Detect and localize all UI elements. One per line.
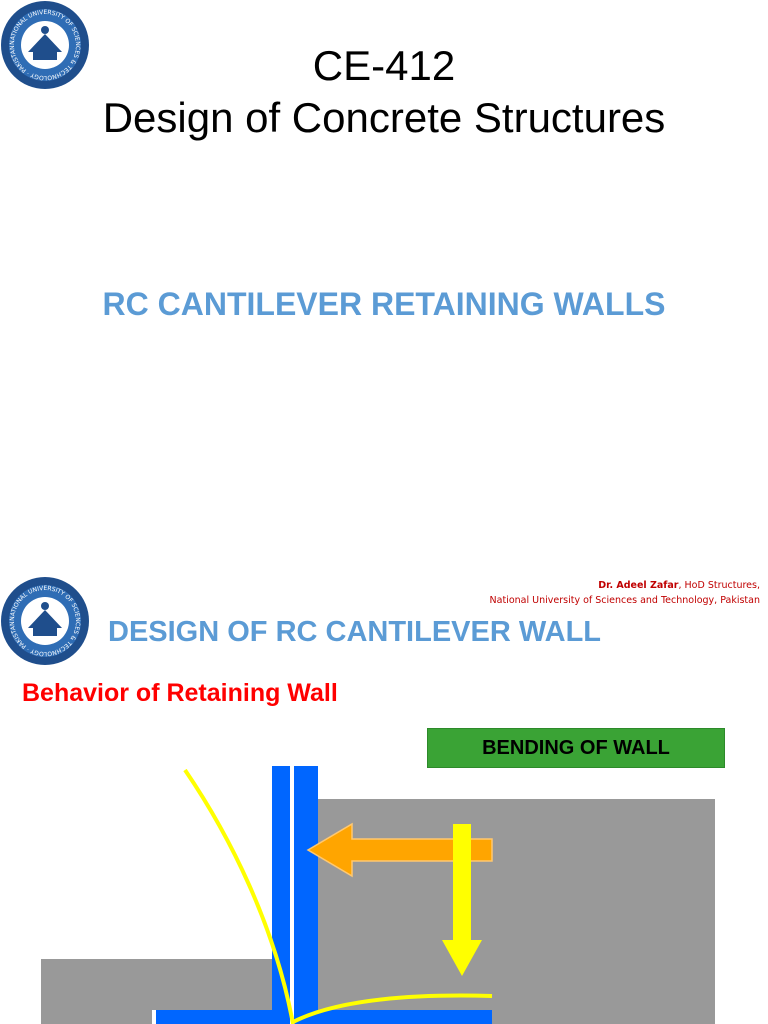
wall-stem-left xyxy=(272,766,290,1024)
title-slide: NATIONAL UNIVERSITY OF SCIENCES & TECHNO… xyxy=(0,0,666,322)
author-role: , HoD Structures, xyxy=(678,580,761,591)
topic-title: RC CANTILEVER RETAINING WALLS xyxy=(102,286,666,322)
course-title: Design of Concrete Structures xyxy=(102,94,666,141)
author-credit: Dr. Adeel Zafar, HoD Structures, Nationa… xyxy=(490,578,760,608)
author-affiliation: National University of Sciences and Tech… xyxy=(489,595,760,606)
course-code: CE-412 xyxy=(312,42,456,89)
wall-stem-gap xyxy=(290,766,294,1024)
backfill-soil xyxy=(318,799,715,1024)
soil-weight-arrow-icon xyxy=(442,824,482,976)
slide-heading: DESIGN OF RC CANTILEVER WALL xyxy=(108,616,601,648)
author-name: Dr. Adeel Zafar xyxy=(598,580,679,591)
university-logo-icon: NATIONAL UNIVERSITY OF SCIENCES & TECHNO… xyxy=(0,0,89,89)
wall-stem-right xyxy=(294,766,318,1024)
university-logo-icon: NATIONAL UNIVERSITY OF SCIENCES & TECHNO… xyxy=(0,576,89,665)
content-slide: NATIONAL UNIVERSITY OF SCIENCES & TECHNO… xyxy=(0,576,768,1024)
deflected-stem-curve xyxy=(183,768,295,1024)
retaining-wall-diagram xyxy=(41,766,715,1024)
bending-label-box: BENDING OF WALL xyxy=(427,728,725,768)
slide-subheading: Behavior of Retaining Wall xyxy=(22,679,338,707)
deflected-base-curve xyxy=(292,993,493,1024)
base-slab-blue xyxy=(156,1010,492,1024)
